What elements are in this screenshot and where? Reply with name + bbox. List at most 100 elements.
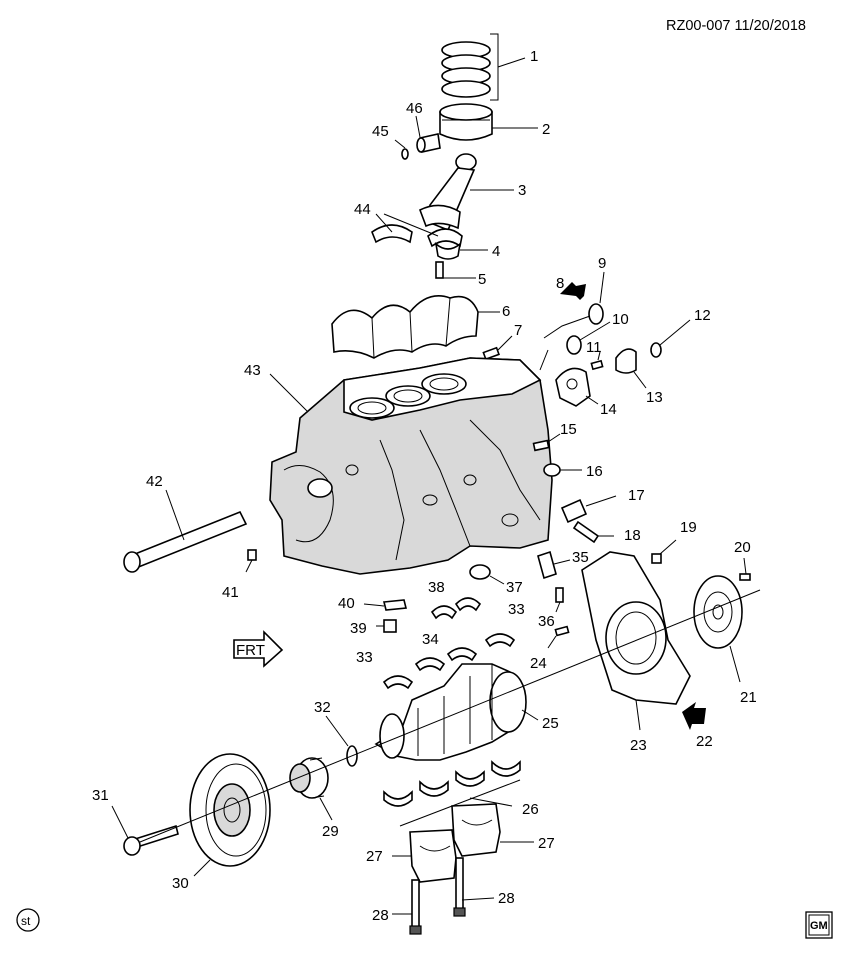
svg-text:GM: GM [810, 920, 828, 932]
pin-20 [739, 557, 751, 581]
callout-3: 3 [518, 182, 526, 199]
rear-seal-housing [581, 551, 691, 731]
sensor-35 [537, 550, 571, 580]
callout-11: 11 [586, 339, 602, 356]
dowel-pin-7 [482, 335, 513, 361]
thrust-bearing-38 [430, 597, 482, 620]
dowel-41 [245, 549, 257, 573]
plate-14 [555, 367, 599, 407]
callout-26: 26 [522, 801, 539, 818]
seal-10 [539, 315, 611, 371]
callout-23: 23 [630, 737, 647, 754]
view-arrow-8 [560, 282, 586, 300]
callout-27-right: 27 [538, 835, 555, 852]
callout-7: 7 [514, 322, 522, 339]
svg-text:st: st [21, 914, 31, 928]
main-bolt-28-left [392, 879, 422, 935]
service-tool-symbol: st [16, 908, 40, 932]
main-bearings-upper [382, 633, 516, 690]
callout-1: 1 [530, 48, 538, 65]
bolt-36 [555, 587, 564, 613]
bolt-11 [590, 351, 604, 371]
oil-jet-40 [363, 599, 408, 611]
callout-9: 9 [598, 255, 606, 272]
front-direction-indicator: FRT [233, 630, 284, 668]
plug-37 [469, 564, 505, 585]
callout-8: 8 [556, 275, 564, 292]
cover-13 [615, 348, 647, 389]
bolt-18 [572, 520, 614, 544]
callout-34: 34 [422, 631, 439, 648]
connecting-rod [418, 153, 514, 232]
callout-22: 22 [696, 733, 713, 750]
callout-44: 44 [354, 201, 371, 218]
callout-25: 25 [542, 715, 559, 732]
main-bolt-28-right [453, 857, 495, 917]
callout-46: 46 [406, 100, 423, 117]
flexplate-21 [693, 575, 743, 683]
view-arrow-22 [682, 702, 706, 730]
callout-43: 43 [244, 362, 261, 379]
callout-10: 10 [612, 311, 629, 328]
callout-15: 15 [560, 421, 577, 438]
callout-14: 14 [600, 401, 617, 418]
callout-24: 24 [530, 655, 547, 672]
callout-41: 41 [222, 584, 239, 601]
crankshaft [374, 663, 539, 761]
rod-bearing [371, 213, 463, 248]
callout-21: 21 [740, 689, 757, 706]
callout-36: 36 [538, 613, 555, 630]
callout-16: 16 [586, 463, 603, 480]
main-cap-27-left [392, 829, 457, 883]
callout-37: 37 [506, 579, 523, 596]
balance-shaft-42 [123, 489, 248, 573]
dowel-24 [547, 625, 570, 649]
callout-19: 19 [680, 519, 697, 536]
callout-45: 45 [372, 123, 389, 140]
callout-6: 6 [502, 303, 510, 320]
dowel-15 [532, 433, 561, 452]
callout-40: 40 [338, 595, 355, 612]
callout-31: 31 [92, 787, 109, 804]
callout-17: 17 [628, 487, 645, 504]
callout-33-left: 33 [356, 649, 373, 666]
pin-retainer [394, 139, 409, 160]
cylinder-block [269, 357, 553, 575]
document-reference: RZ00-007 11/20/2018 [666, 18, 806, 34]
piston-rings [441, 33, 526, 101]
callout-20: 20 [734, 539, 751, 556]
callout-4: 4 [492, 243, 500, 260]
rod-bolt [435, 261, 476, 279]
callout-42: 42 [146, 473, 163, 490]
callout-27-left: 27 [366, 848, 383, 865]
callout-13: 13 [646, 389, 663, 406]
callout-33-right: 33 [508, 601, 525, 618]
callout-30: 30 [172, 875, 189, 892]
gm-logo: GM [805, 911, 833, 939]
callout-32: 32 [314, 699, 331, 716]
svg-text:FRT: FRT [236, 642, 265, 659]
callout-2: 2 [542, 121, 550, 138]
expansion-plug-9 [588, 271, 605, 325]
callout-28-left: 28 [372, 907, 389, 924]
callout-5: 5 [478, 271, 486, 288]
sensor-17 [560, 495, 617, 524]
callout-18: 18 [624, 527, 641, 544]
plug-39 [376, 619, 397, 633]
bolt-19 [651, 539, 677, 564]
callout-28-right: 28 [498, 890, 515, 907]
callout-35: 35 [572, 549, 589, 566]
piston-pin [415, 115, 441, 153]
callout-12: 12 [694, 307, 711, 324]
callout-39: 39 [350, 620, 367, 637]
cylinder-liner-shield [331, 295, 500, 359]
callout-29: 29 [322, 823, 339, 840]
assembly-centerline [139, 589, 761, 843]
plug-16 [543, 463, 582, 477]
rod-cap [434, 242, 488, 260]
crank-pulley-30 [189, 753, 271, 877]
callout-labels: 1 2 3 4 5 6 7 8 9 10 11 12 13 14 15 16 1… [92, 48, 757, 924]
sprocket-29 [289, 757, 333, 821]
